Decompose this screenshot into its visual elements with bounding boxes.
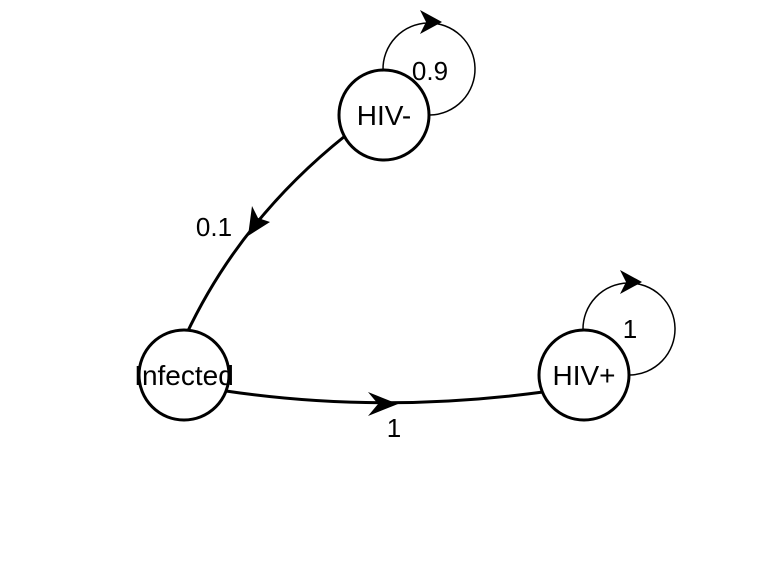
- edge-hiv-neg-to-infected: 0.1: [184, 134, 346, 336]
- edge-hiv-pos-self-loop: 1: [582, 270, 676, 376]
- node-label-hiv-pos: HIV+: [552, 360, 615, 391]
- arrowhead-icon: [620, 270, 642, 294]
- node-hiv-neg: HIV-: [337, 68, 431, 162]
- edge-label-hiv-neg-to-infected: 0.1: [196, 212, 232, 242]
- edge-infected-to-hiv-pos: 1: [225, 389, 544, 443]
- node-hiv-pos: HIV+: [537, 328, 631, 422]
- arrowhead-icon: [368, 392, 398, 416]
- loop-path: [382, 22, 476, 116]
- node-circle: [137, 328, 231, 422]
- edge-label-hiv-pos-self: 1: [623, 314, 637, 344]
- node-infected: Infected: [134, 328, 234, 422]
- node-label-hiv-neg: HIV-: [357, 100, 411, 131]
- edge-label-infected-to-hiv-pos: 1: [387, 413, 401, 443]
- node-circle: [337, 68, 431, 162]
- node-label-infected: Infected: [134, 360, 234, 391]
- node-circle: [537, 328, 631, 422]
- loop-path: [582, 282, 676, 376]
- arrowhead-icon: [420, 10, 442, 34]
- edge-label-hiv-neg-self: 0.9: [412, 56, 448, 86]
- arrowhead-icon: [248, 206, 270, 236]
- edge-hiv-neg-self-loop: 0.9: [382, 10, 476, 116]
